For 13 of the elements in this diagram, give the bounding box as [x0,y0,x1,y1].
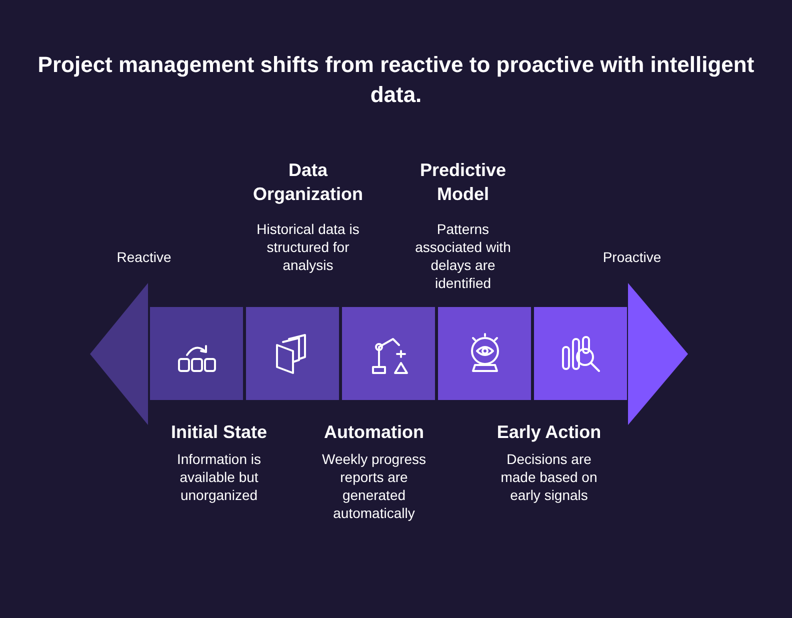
step-heading: Predictive Model [418,159,508,206]
step-description: Historical data is structured for analysis [256,220,360,274]
step-heading: Data Organization [253,159,363,206]
step-heading: Automation [323,421,425,444]
step-heading: Initial State [170,421,268,444]
step-description: Information is available but unorganized [176,450,262,504]
step-heading: Early Action [496,421,602,444]
step-description: Weekly progress reports are generated automatically [320,450,427,522]
end-label: Reactive [116,248,172,266]
step-description: Patterns associated with delays are identified [414,220,512,292]
title-text: Project management shifts from reactive to proactive with intelligent data. [36,51,756,109]
step-description: Decisions are made based on early signals [500,450,598,504]
end-label: Proactive [602,248,662,266]
